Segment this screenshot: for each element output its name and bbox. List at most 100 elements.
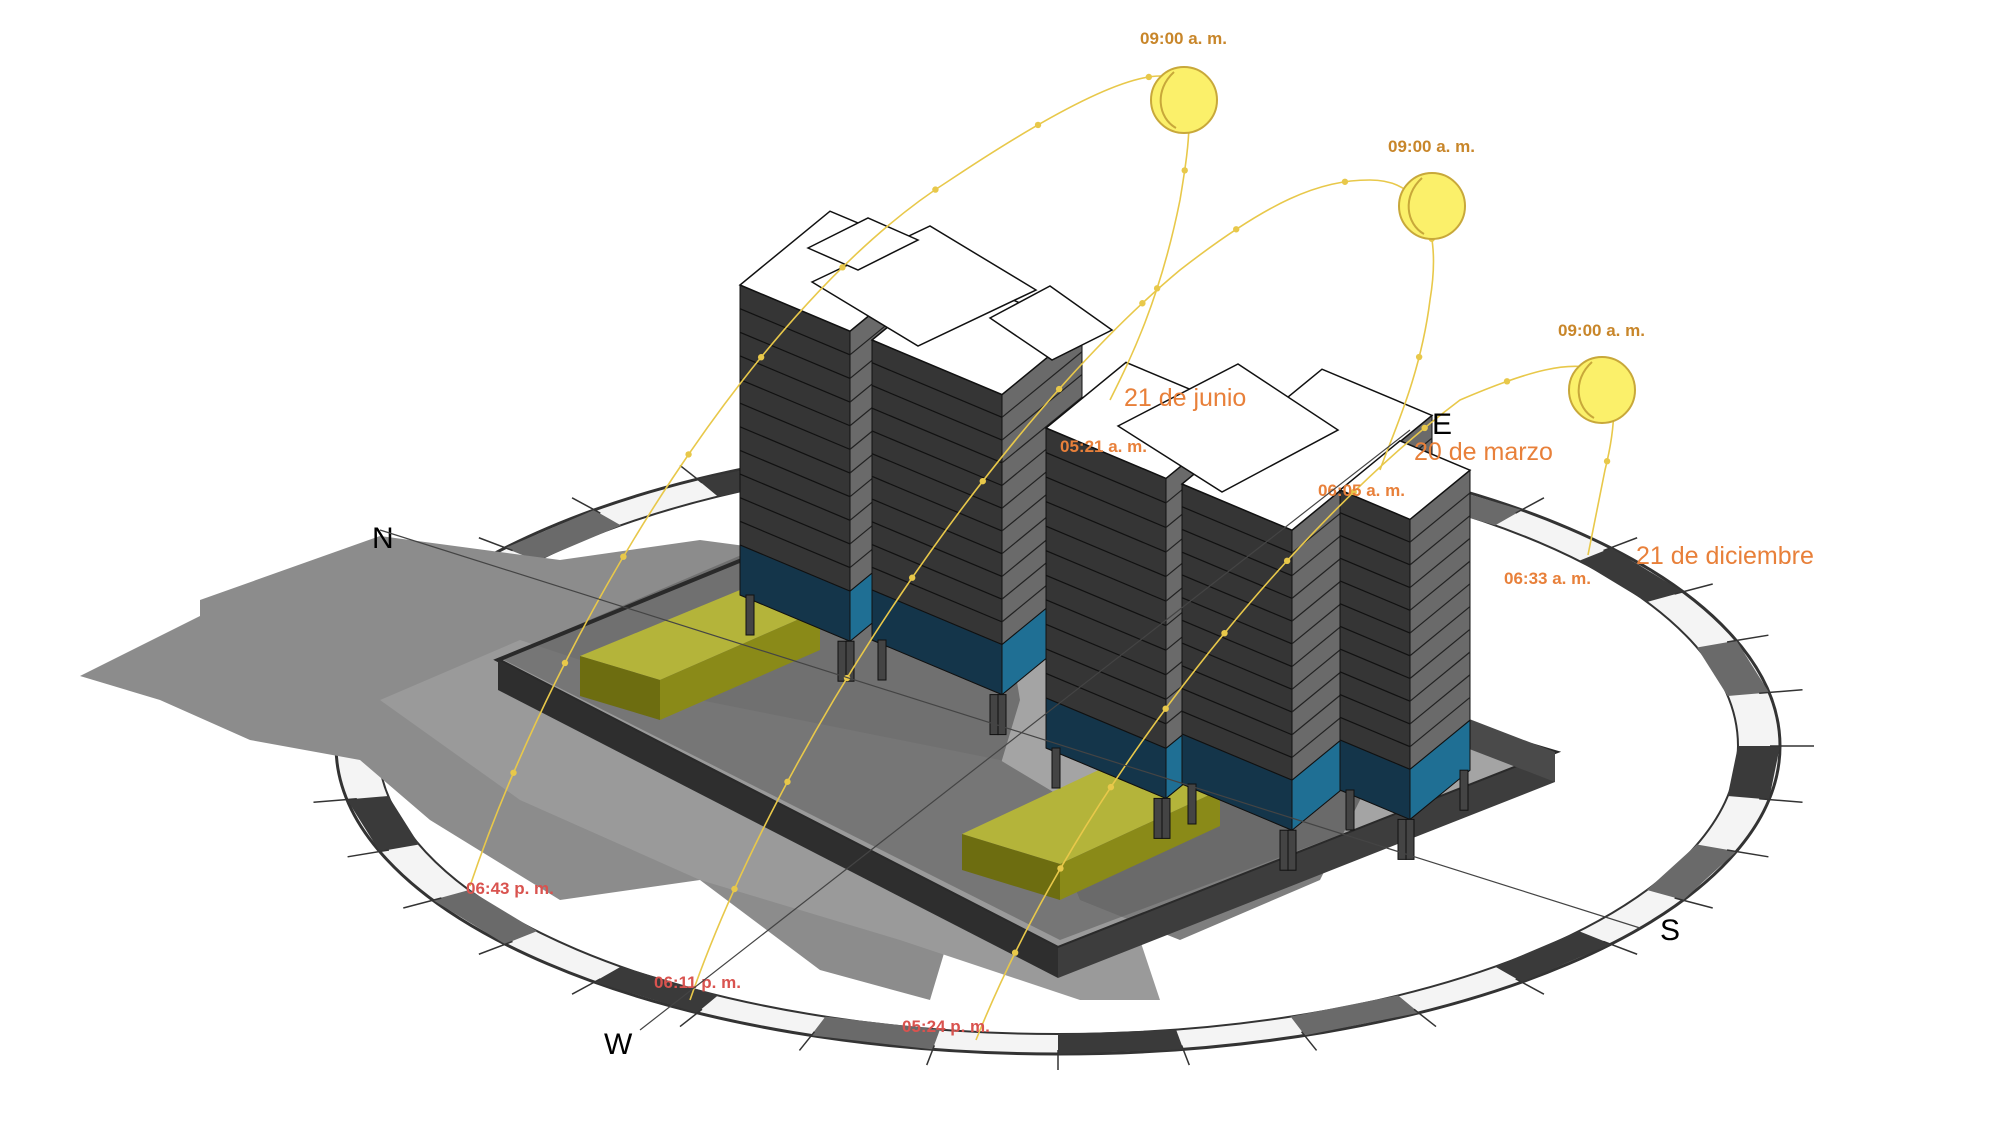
compass-tick — [679, 1008, 703, 1028]
tower-c-floor-line — [1045, 501, 1167, 553]
tower-a-floor-line — [739, 449, 851, 498]
sun-path-marker — [1153, 285, 1161, 292]
tower-e-floor-line — [1339, 671, 1411, 702]
sun-path-marker — [561, 659, 569, 667]
compass-ring-segment — [1646, 844, 1737, 900]
compass-tick — [571, 978, 601, 995]
tower-b-floor-line — [1001, 351, 1083, 418]
sun-path-marker — [1233, 226, 1240, 233]
suns — [1150, 66, 1636, 424]
tower-e-floor-line — [1409, 628, 1471, 679]
tower-c-floor-line — [1045, 451, 1167, 504]
tower-a-floor-line — [739, 473, 851, 521]
sun-path-marker — [1034, 121, 1042, 129]
tower-b-pilotis — [989, 694, 999, 736]
compass-ring-segment — [1727, 746, 1780, 800]
tower-c-pilotis — [1051, 747, 1061, 789]
compass-west: W — [604, 1028, 633, 1061]
roof-small-a — [806, 217, 920, 271]
tower-e-floor-line — [1409, 515, 1471, 566]
tower-b-floor-line — [871, 362, 1003, 418]
tower-c-floor-line — [1045, 476, 1167, 529]
compass-tick — [1759, 688, 1803, 694]
tower-c-pilotis — [1161, 797, 1171, 839]
tower-e-floor-line — [1409, 651, 1471, 702]
june-morning-time: 09:00 a. m. — [1140, 29, 1227, 48]
tower-a-floor-line — [739, 402, 851, 450]
tower-e-floor-line — [1409, 492, 1471, 543]
sun-path-marker — [685, 451, 692, 458]
tower-b-floor-line — [1001, 396, 1083, 464]
march-sunrise: 06:05 a. m. — [1318, 481, 1405, 500]
tower-a-floor-line — [739, 378, 851, 427]
tower-a-pilotis — [745, 594, 755, 636]
sun-path-marker — [1421, 424, 1428, 432]
tower-e-floor-line — [1339, 580, 1411, 611]
tower-b-floor-line — [871, 430, 1003, 487]
tower-b-floor-line — [871, 566, 1003, 623]
tower-e-pilotis — [1405, 818, 1415, 860]
compass-tick — [478, 940, 513, 955]
sun-path-marker — [908, 574, 916, 581]
sun-icon-december — [1568, 356, 1636, 424]
sun-path-marker — [784, 778, 791, 785]
tower-e-floor-line — [1339, 534, 1411, 566]
tower-e-floor-line — [1409, 697, 1471, 748]
sun-path-marker — [1057, 865, 1064, 872]
sun-path-marker — [1011, 949, 1019, 956]
tower-d-pilotis — [1279, 829, 1289, 871]
december-morning-time: 09:00 a. m. — [1558, 321, 1645, 340]
tower-e-floor-line — [1339, 625, 1411, 657]
compass-tick — [1515, 978, 1545, 995]
tower-d-floor-line — [1181, 506, 1293, 554]
compass-axes — [379, 429, 1641, 1031]
tower-a-floor-line — [739, 331, 851, 380]
tower-e-floor-line — [1339, 693, 1411, 725]
tower-c-floor-line — [1045, 525, 1167, 578]
sun-path-marker — [1162, 705, 1169, 712]
tower-d-floor-line — [1181, 619, 1293, 668]
tower-a-pilotis — [845, 640, 855, 682]
sun-path-march — [689, 179, 1435, 1001]
december-sunset: 05:24 p. m. — [902, 1017, 990, 1036]
december-sunrise: 06:33 a. m. — [1504, 569, 1591, 588]
compass-ring-segment — [811, 1016, 940, 1050]
compass-tick — [1726, 849, 1769, 858]
tower-b-floor-line — [871, 498, 1003, 555]
tower-e-floor-line — [1409, 560, 1471, 611]
june-sunset: 06:43 p. m. — [466, 879, 554, 898]
compass-tick — [926, 1045, 936, 1066]
tower-e-floor-line — [1409, 537, 1471, 589]
tower-c-floor-line — [1045, 599, 1167, 651]
sun-path-marker — [1603, 458, 1611, 465]
sun-path-marker — [1350, 488, 1357, 496]
compass-tick — [347, 849, 390, 858]
tower-e-pilotis — [1345, 789, 1355, 831]
sun-path-marker — [1107, 783, 1115, 791]
compass-tick — [1726, 634, 1769, 643]
sun-path-marker — [510, 769, 517, 776]
tower-d-floor-line — [1181, 710, 1293, 759]
tower-d-floor-line — [1181, 574, 1293, 622]
compass-north: N — [372, 522, 394, 555]
compass-tick — [1674, 583, 1713, 595]
compass-ring-segment — [1696, 640, 1770, 696]
tower-e-floor-line — [1339, 557, 1411, 589]
tower-a-floor-line — [739, 520, 851, 569]
tower-b-floor-line — [1001, 373, 1083, 441]
tower-e-floor-line — [1339, 512, 1411, 543]
tower-e-ground-floor-right — [1409, 719, 1471, 821]
tower-e-floor-line — [1409, 674, 1471, 725]
compass-ring-segment — [1058, 1029, 1184, 1054]
compass-tick — [1515, 497, 1545, 514]
sun-path-marker — [1055, 385, 1063, 393]
compass-tick — [798, 1031, 816, 1051]
compass-ring-segment — [504, 510, 621, 561]
sun-path-marker — [1415, 353, 1423, 361]
tower-b-floor-line — [871, 521, 1003, 577]
compass-tick — [679, 464, 703, 484]
tower-e-roof — [1338, 439, 1472, 521]
cardinal-labels: N S E W — [372, 408, 1680, 1061]
compass-tick — [313, 798, 357, 804]
sun-path-marker — [1503, 378, 1511, 385]
